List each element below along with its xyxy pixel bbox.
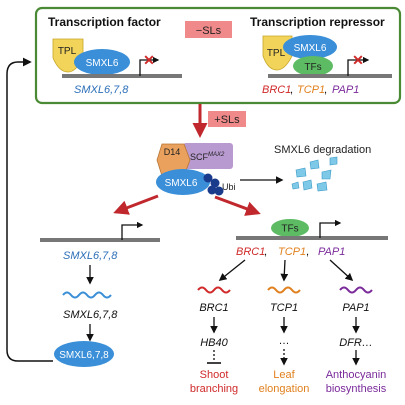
ubiquitin-chain [203,173,224,196]
scf-label: SCFMAX2 [190,152,225,162]
right-tpl-label: TPL [267,48,286,59]
degraded-fragments [291,156,338,192]
tcp1-mrna-label: TCP1 [270,302,298,314]
dfr-label: DFR… [339,337,373,349]
pap1-mrna-label: PAP1 [342,302,369,314]
right-branch-tfs [271,219,309,237]
right-tfs-protein [293,56,333,76]
plus-sl-badge [208,111,246,127]
left-branch-mrna [62,291,112,299]
right-gene-pap1: PAP1 [332,84,359,96]
right-gene-tcp1: TCP1 [297,84,325,96]
fan-arrow-tcp1 [280,259,289,282]
left-tpl-label: TPL [58,46,77,57]
leaf-elongation-line2: elongation [259,383,310,395]
minus-sl-badge [185,21,232,38]
scf-complex-shape [183,143,233,169]
left-branch-protein-label: SMXL6,7,8 [59,350,109,361]
tcp1-target-label: … [279,335,290,347]
left-smxl6-label: SMXL6 [86,58,119,69]
middle-smxl6-label: SMXL6 [165,178,198,189]
pap1-mrna [339,286,373,294]
right-branch-sep-2: , [306,246,309,258]
right-gene-brc1: BRC1 [262,84,291,96]
left-tss-arrow [139,56,160,76]
hb40-label: HB40 [200,337,228,349]
right-branch-gene-tcp1: TCP1 [278,246,306,258]
right-branch-gene-brc1: BRC1 [236,246,265,258]
right-gene-sep-2: , [324,84,327,96]
right-tss-arrow [347,56,370,76]
right-branch-sep-1: , [264,246,267,258]
middle-smxl6-protein [156,169,210,195]
right-gene-sep-1: , [290,84,293,96]
degradation-label: SMXL6 degradation [274,144,371,156]
right-branch-tss-arrow [319,219,342,238]
fan-arrow-brc1 [218,259,246,281]
transcription-factor-title: Transcription factor [48,15,161,29]
d14-label: D14 [164,147,181,157]
right-smxl6-label: SMXL6 [294,43,327,54]
fan-arrow-pap1 [329,259,354,282]
left-smxl6-protein [74,49,130,75]
shoot-branching-line1: Shoot [200,369,229,381]
left-genes-label: SMXL6,7,8 [74,84,129,96]
right-branch-tfs-label: TFs [281,224,298,235]
right-branch-gene-pap1: PAP1 [318,246,345,258]
leaf-elongation-line1: Leaf [273,369,295,381]
brc1-mrna-label: BRC1 [199,302,228,314]
right-branch-arrow [214,195,261,216]
left-block-x: ✕ [143,52,155,68]
left-branch-genes: SMXL6,7,8 [63,250,118,262]
left-branch-tss-arrow [121,221,144,240]
brc1-mrna [197,286,231,294]
transcription-repressor-title: Transcription repressor [250,15,385,29]
anthocyanin-line1: Anthocyanin [326,369,387,381]
right-smxl6-protein [283,35,337,59]
regulation-box [34,6,402,105]
anthocyanin-line2: biosynthesis [326,383,387,395]
right-block-x: ✕ [352,52,364,68]
plus-sl-label: +SLs [214,114,240,126]
left-branch-arrow [113,194,159,215]
minus-sl-label: −SLs [196,25,222,37]
ubi-label: Ubi [222,182,236,192]
right-tfs-label: TFs [304,62,321,73]
left-branch-protein [54,341,114,367]
tcp1-mrna [267,286,301,294]
feedback-loop-arrow [6,57,53,362]
shoot-branching-line2: branching [190,383,238,395]
left-branch-transcript: SMXL6,7,8 [63,309,118,321]
